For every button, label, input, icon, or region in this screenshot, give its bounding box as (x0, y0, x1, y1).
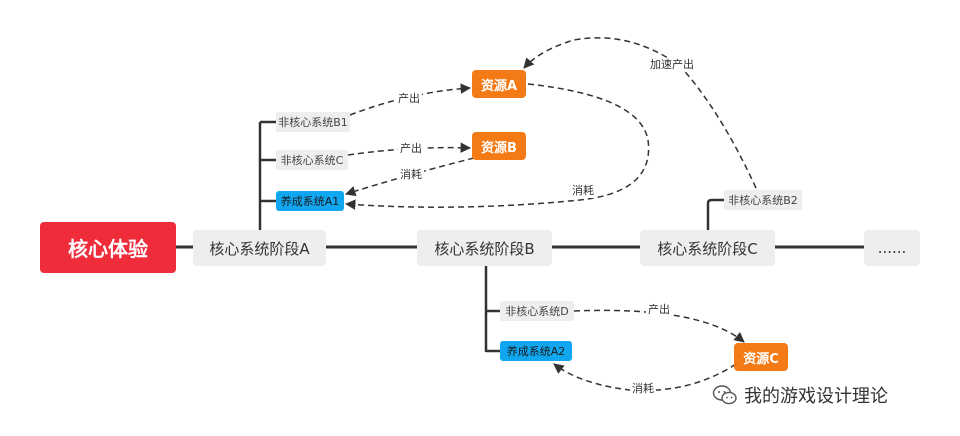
resource-b-node[interactable]: 资源B (472, 132, 526, 160)
nurture-a1-node[interactable]: 养成系统A1 (276, 191, 344, 211)
non-core-d-node[interactable]: 非核心系统D (500, 301, 574, 321)
edge-label-produce-d: 产出 (646, 303, 672, 317)
non-core-b1-node[interactable]: 非核心系统B1 (276, 112, 350, 132)
arrow-b2-accelerate-resource-a (523, 37, 757, 189)
stage-b-node[interactable]: 核心系统阶段B (417, 230, 552, 266)
non-core-c-node[interactable]: 非核心系统C (276, 150, 348, 170)
resource-a-node[interactable]: 资源A (472, 70, 526, 98)
edge-label-accelerate: 加速产出 (648, 58, 696, 72)
ellipsis-node[interactable]: ...... (864, 230, 920, 266)
watermark-text: 我的游戏设计理论 (744, 386, 888, 407)
arrow-resource-b-consume-a1 (344, 157, 475, 197)
nurture-a2-node[interactable]: 养成系统A2 (500, 341, 572, 361)
edge-label-consume-a-a1: 消耗 (570, 184, 596, 198)
core-experience-node[interactable]: 核心体验 (40, 222, 176, 273)
edge-label-consume-c-a2: 消耗 (630, 382, 656, 396)
watermark: 我的游戏设计理论 (712, 380, 888, 410)
arrow-resource-a-consume-a1 (344, 83, 650, 210)
edge-label-produce-b1: 产出 (396, 92, 422, 106)
non-core-b2-node[interactable]: 非核心系统B2 (724, 190, 802, 210)
wechat-icon (712, 385, 737, 405)
stage-a-node[interactable]: 核心系统阶段A (193, 230, 326, 266)
arrow-d-produce-resource-c (573, 309, 745, 343)
branch-to-b2 (706, 198, 724, 235)
resource-c-node[interactable]: 资源C (734, 343, 788, 371)
stage-c-node[interactable]: 核心系统阶段C (640, 230, 775, 266)
edge-label-consume-b-a1: 消耗 (398, 168, 424, 182)
edge-label-produce-c: 产出 (398, 142, 424, 156)
